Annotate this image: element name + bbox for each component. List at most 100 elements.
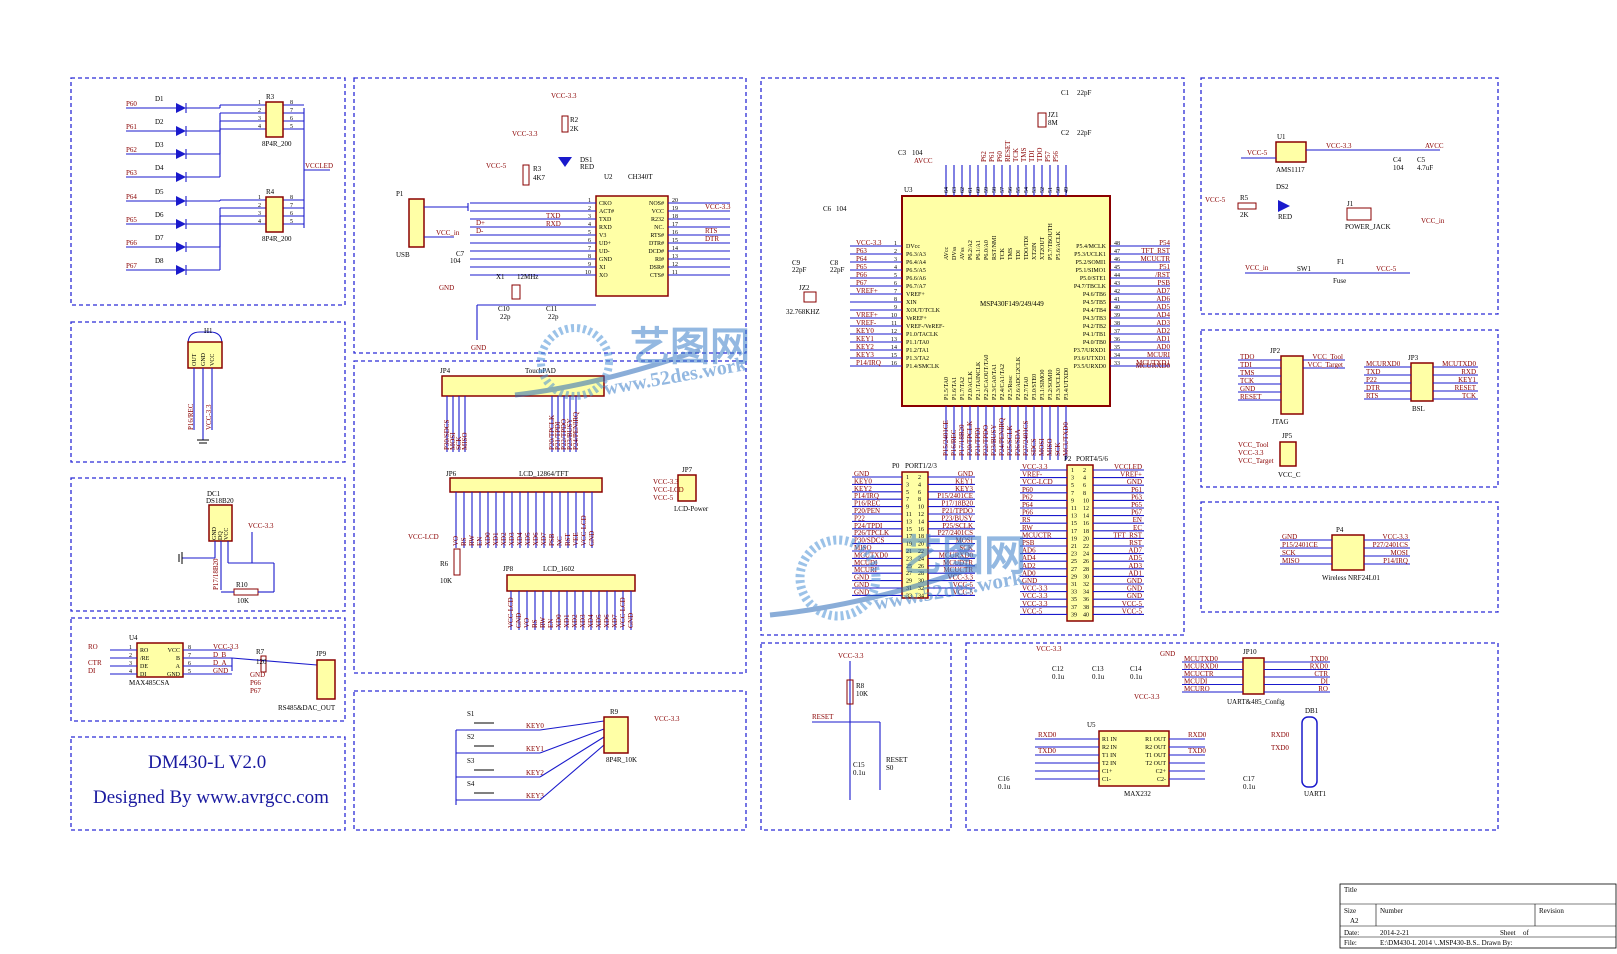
- port456-net-right: VREF+: [1120, 471, 1142, 479]
- pin-number: 3: [588, 214, 591, 220]
- block-title: [70, 736, 346, 831]
- mcu-pin-name: P3.6/UTXD1: [1074, 356, 1106, 362]
- svg-text:BSL: BSL: [1412, 405, 1425, 413]
- block-reset: [760, 642, 952, 831]
- h1-sensor: [187, 341, 223, 369]
- port456-net-left: P64: [1022, 501, 1033, 509]
- key-wire: [539, 744, 605, 801]
- port456-net-right: VCC-5: [1122, 600, 1143, 608]
- port456-net-left: VCC-3.3: [1022, 463, 1048, 471]
- mcu-pin-name: P2.2/CAOUT/TA0: [984, 355, 990, 400]
- mcu-pin-name: P1.7/TA2: [960, 377, 966, 400]
- svg-text:VCC-3.3: VCC-3.3: [1238, 449, 1264, 457]
- max232-pin-name: R1 OUT: [1145, 737, 1166, 743]
- svg-text:C3: C3: [898, 149, 907, 157]
- jtag-net-left: TMS: [1240, 369, 1255, 377]
- svg-text:0.1u: 0.1u: [1243, 783, 1256, 791]
- pin-number: 35: [1114, 345, 1120, 351]
- pin-number: 40: [1114, 305, 1120, 311]
- mcu-pin-name: TMS: [1008, 248, 1014, 260]
- mcu-pin-name: AVcc: [944, 246, 950, 260]
- pin-number: 18: [1083, 529, 1089, 535]
- ch340-pin-name: TXD: [599, 217, 612, 223]
- pin-number: 41: [1114, 297, 1120, 303]
- block-mcu: [760, 77, 1185, 636]
- pin-number: 7: [290, 203, 293, 209]
- svg-text:GND: GND: [1160, 650, 1175, 658]
- pin-number: 28: [918, 571, 924, 577]
- svg-text:POWER_JACK: POWER_JACK: [1345, 223, 1391, 231]
- mcu-top-net: P62: [980, 151, 988, 162]
- svg-text:of: of: [1523, 929, 1530, 937]
- svg-text:TXD0: TXD0: [1271, 744, 1289, 752]
- mcu-pin-name: P5.4/MCLK: [1076, 244, 1107, 250]
- svg-text:PORT4/5/6: PORT4/5/6: [1076, 455, 1108, 463]
- svg-text:104: 104: [912, 149, 923, 157]
- svg-text:0.1u: 0.1u: [1130, 673, 1143, 681]
- mcu-left-net: P64: [856, 255, 867, 263]
- mcu-right-net: P51: [1159, 263, 1170, 271]
- led-diode-icon: [176, 265, 186, 275]
- mcu-pin-name: P1.6/TA1: [952, 377, 958, 400]
- block-lcd: [353, 360, 747, 674]
- port456-net-right: AD5: [1128, 554, 1142, 562]
- mcu-pin-name: P3.4/UTXD0: [1064, 368, 1070, 400]
- mcu-top-net: P56: [1052, 151, 1060, 162]
- mcu-bottom-net: MISO: [1046, 438, 1054, 456]
- mcu-right-net: AD0: [1156, 343, 1170, 351]
- pin-number: 8: [290, 195, 293, 201]
- max485-pin-name: /RE: [140, 656, 150, 662]
- mcu-bottom-net: P21/TPDI: [974, 427, 982, 456]
- jtag-net-left: GND: [1240, 385, 1255, 393]
- jp9-header: [316, 659, 336, 700]
- pin-number: 11: [891, 321, 897, 327]
- port456-net-right: P63: [1131, 493, 1142, 501]
- bsl-net-left: MCURXD0: [1366, 360, 1401, 368]
- port456-net-right: EN: [1133, 516, 1142, 524]
- key-net: KEY1: [526, 745, 544, 753]
- svg-text:120: 120: [256, 658, 267, 666]
- max232-net: TXD0: [1038, 747, 1056, 755]
- svg-text:VCC-3.3: VCC-3.3: [705, 203, 731, 211]
- mcu-pin-name: P6.7/A7: [906, 284, 926, 290]
- port456-net-left: AD6: [1022, 547, 1036, 555]
- max485-pin-name: DE: [140, 664, 148, 670]
- pin-number: 48: [1114, 241, 1120, 247]
- svg-text:CH340T: CH340T: [628, 173, 653, 181]
- mcu-pin-name: P2.0/ACLK: [968, 370, 974, 400]
- svg-text:VCC_in: VCC_in: [1245, 264, 1269, 272]
- pin-number: 9: [894, 305, 897, 311]
- r4-value: 8P4R_200: [262, 235, 292, 243]
- svg-text:VCC-5: VCC-5: [1376, 265, 1397, 273]
- port123-net-left: MCUDI: [854, 559, 878, 567]
- block-usb: [353, 77, 747, 354]
- max485-pin: [231, 657, 318, 666]
- pin-number: 14: [918, 519, 924, 525]
- port456-net-left: AD0: [1022, 569, 1036, 577]
- led-net: P63: [126, 169, 137, 177]
- svg-text:E:\DM430-L 2014 \..MSP430-: E:\DM430-L 2014 \..MSP430-B.S.. Drawn By…: [1380, 939, 1513, 947]
- jp6-net: XD7: [540, 532, 548, 546]
- port123-net-right: VCC-3.3: [948, 574, 974, 582]
- pin-number: 3: [906, 482, 909, 488]
- msp430-chip: [901, 195, 1111, 407]
- svg-text:DQ: DQ: [218, 531, 224, 540]
- svg-text:U1: U1: [1277, 133, 1286, 141]
- port123-net-right: KEY1: [955, 477, 973, 485]
- pin-number: 26: [918, 564, 924, 570]
- mcu-pin-name: P2.4/CA1/TA2: [1000, 364, 1006, 400]
- max232-pin-name: C2-: [1157, 777, 1166, 783]
- port456-net-right: VCCLED: [1114, 463, 1142, 471]
- max485-pin-name: VCC: [168, 648, 180, 654]
- jp6-net: XD3: [508, 532, 516, 546]
- jtag-net-left: TCK: [1240, 377, 1254, 385]
- svg-text:GND: GND: [471, 344, 486, 352]
- mcu-pin-name: P1.3/TA2: [906, 356, 929, 362]
- mcu-left-net: KEY3: [856, 351, 874, 359]
- svg-text:Number: Number: [1380, 907, 1404, 915]
- svg-text:8M: 8M: [1048, 119, 1059, 127]
- h1-ref: H1: [204, 327, 213, 335]
- max232-pin-name: T2 IN: [1102, 761, 1117, 767]
- pin-number: 17: [906, 534, 912, 540]
